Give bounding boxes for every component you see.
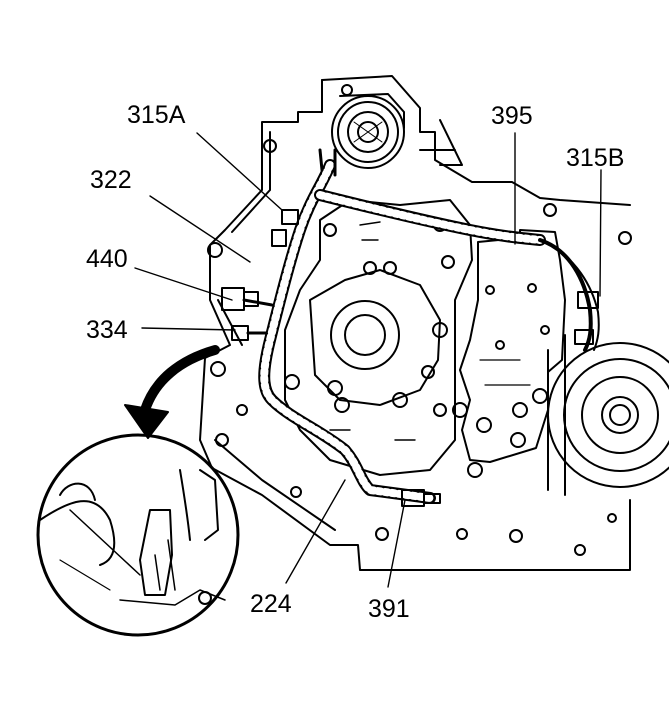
valve-body-plate (284, 199, 473, 476)
leader-391 (387, 499, 406, 588)
callout-224: 224 (250, 590, 292, 618)
callout-440: 440 (86, 245, 128, 273)
leader-lines (134, 132, 602, 588)
case-housing (199, 75, 632, 571)
leader-315A (196, 132, 283, 211)
solenoid-block (452, 229, 566, 478)
connector-391 (401, 489, 441, 507)
callout-334: 334 (86, 316, 128, 344)
detail-magnifier (36, 433, 240, 637)
callout-315A: 315A (127, 101, 186, 129)
shaft-seal (331, 95, 405, 169)
callout-391: 391 (368, 595, 410, 623)
callout-395: 395 (491, 102, 533, 130)
leader-322 (149, 195, 251, 263)
callout-322: 322 (90, 166, 132, 194)
callout-315B: 315B (566, 144, 625, 172)
left-connectors (221, 209, 299, 341)
wiring-harness (258, 148, 600, 504)
leader-315B (599, 169, 602, 297)
leader-440 (134, 267, 233, 301)
detail-arrow (124, 345, 220, 439)
bearing-assembly (547, 334, 669, 496)
leader-334 (141, 327, 236, 331)
leader-224 (285, 479, 346, 584)
